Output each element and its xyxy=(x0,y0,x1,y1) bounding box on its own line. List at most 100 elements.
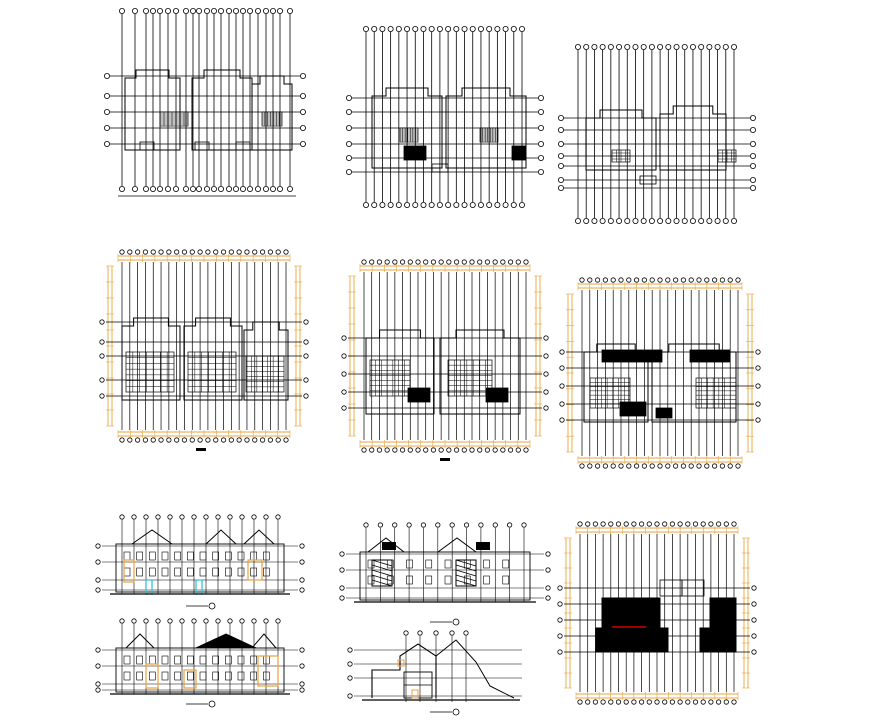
grid-bubble xyxy=(438,447,444,453)
grid-bubble xyxy=(704,463,710,469)
grid-bubble-top xyxy=(706,44,713,51)
window xyxy=(161,567,169,577)
window xyxy=(425,559,433,569)
grid-bubble xyxy=(723,521,729,527)
grid-bubble xyxy=(727,277,733,283)
grid-bubble xyxy=(727,463,733,469)
grid-bubble-top xyxy=(591,44,598,51)
grid-bubble xyxy=(369,447,375,453)
level-bubble xyxy=(347,661,353,667)
window xyxy=(386,575,394,585)
scale-bar xyxy=(196,448,206,451)
facade-outline xyxy=(115,647,285,693)
grid-bubble xyxy=(220,437,227,443)
window xyxy=(406,559,413,569)
grid-bubble-top xyxy=(395,25,402,32)
window xyxy=(187,551,194,561)
grid-bubble-left xyxy=(558,184,565,191)
grid-bubble xyxy=(119,618,125,624)
grid-bubble xyxy=(704,277,710,283)
grid-bubble xyxy=(646,521,652,527)
grid-bubble xyxy=(463,522,470,528)
grid-bubble xyxy=(657,277,663,283)
grid-bubble-top xyxy=(698,44,705,51)
grid-bubble xyxy=(453,259,460,265)
window xyxy=(237,567,245,577)
grid-bubble-bottom xyxy=(371,201,378,208)
grid-bubble-top xyxy=(502,25,509,32)
grid-bubble xyxy=(283,249,289,255)
stair-block xyxy=(639,175,657,185)
grid-bubble xyxy=(731,699,737,705)
grid-bubble xyxy=(197,437,203,443)
grid-bubble-bottom xyxy=(119,185,126,192)
grid-bubble-top xyxy=(276,7,283,14)
grid-bubble xyxy=(399,447,406,453)
grid-bubble-bottom xyxy=(232,185,239,192)
grid-bubble-bottom xyxy=(640,217,647,224)
grid-bubble xyxy=(158,437,164,443)
grid-bubble-top xyxy=(673,44,680,51)
grid-bubble-bottom xyxy=(189,185,196,192)
grid-bubble xyxy=(751,633,757,639)
grid-bubble-top xyxy=(445,25,452,32)
window xyxy=(174,655,181,665)
accent-detail xyxy=(257,655,279,687)
grid-bubble-bottom xyxy=(706,217,713,224)
grid-bubble-bottom xyxy=(404,201,411,208)
grid-bubble-left xyxy=(104,140,111,147)
room-block xyxy=(447,359,493,397)
level-bubble xyxy=(95,577,101,583)
grid-bubble xyxy=(594,463,601,469)
window xyxy=(136,671,143,681)
stair-step xyxy=(371,569,393,577)
grid-bubble-top xyxy=(203,7,210,14)
grid-bubble-bottom xyxy=(445,201,452,208)
accent-detail xyxy=(123,559,135,583)
grid-bubble-bottom xyxy=(269,185,276,192)
grid-bubble xyxy=(99,353,105,359)
grid-bubble xyxy=(191,618,197,624)
room-block xyxy=(245,355,285,393)
grid-bubble xyxy=(608,521,614,527)
grid-bubble-top xyxy=(119,7,126,14)
grid-bubble-top xyxy=(436,25,443,32)
grid-bubble-bottom xyxy=(510,201,517,208)
level-bubble xyxy=(299,647,305,653)
grid-bubble-left xyxy=(558,115,565,122)
grid-bubble xyxy=(384,259,390,265)
grid-bubble-bottom xyxy=(714,217,721,224)
grid-bubble-top xyxy=(461,25,468,32)
solid-block xyxy=(619,401,647,417)
grid-bubble xyxy=(213,437,219,443)
grid-bubble xyxy=(677,521,683,527)
window xyxy=(250,567,257,577)
accent-detail xyxy=(145,663,159,689)
grid-bubble xyxy=(283,437,289,443)
window xyxy=(250,655,257,665)
grid-bubble xyxy=(600,521,606,527)
window xyxy=(212,551,219,561)
window xyxy=(425,575,433,585)
solid-block xyxy=(655,407,673,419)
grid-bubble-bottom xyxy=(494,201,501,208)
room-block xyxy=(399,127,419,143)
grid-bubble xyxy=(649,463,655,469)
grid-bubble-top xyxy=(246,7,253,14)
grid-bubble xyxy=(662,521,668,527)
grid-bubble xyxy=(608,699,614,705)
roof-gable xyxy=(131,529,173,545)
roof-gable xyxy=(251,633,277,649)
grid-bubble xyxy=(203,514,209,520)
grid-bubble xyxy=(631,521,637,527)
grid-bubble xyxy=(461,447,467,453)
grid-bubble xyxy=(181,249,188,255)
grid-bubble xyxy=(711,277,718,283)
grid-bubble xyxy=(399,259,406,265)
grid-bubble xyxy=(715,699,722,705)
grid-bubble xyxy=(585,521,591,527)
grid-bubble-top xyxy=(142,7,149,14)
grid-bubble-right xyxy=(299,109,306,116)
grid-bubble xyxy=(433,630,439,636)
window xyxy=(444,559,452,569)
